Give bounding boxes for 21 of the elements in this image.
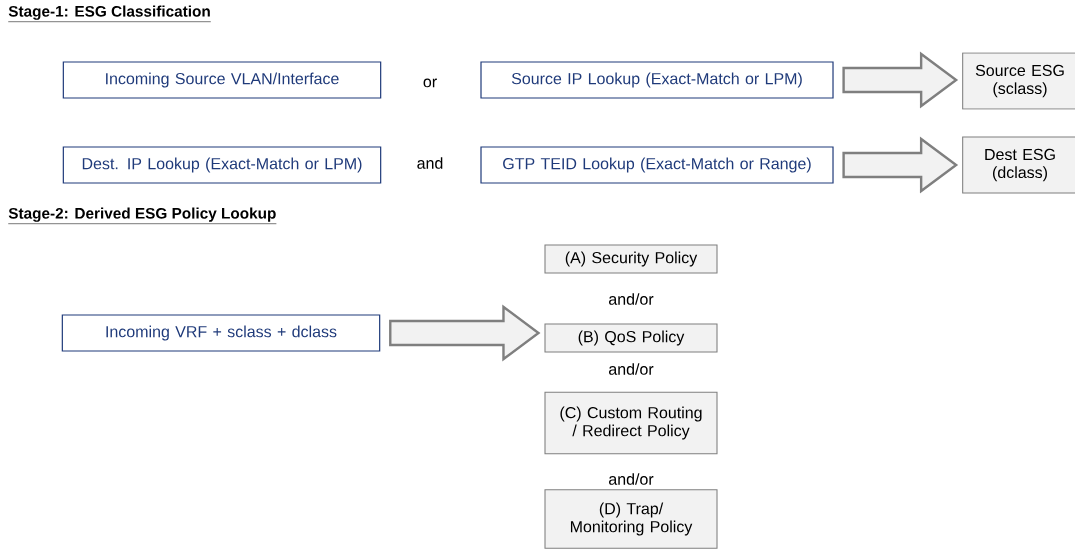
section-heading: Stage-1: ESG Classification xyxy=(8,5,212,22)
connector-word: and/or xyxy=(609,473,654,485)
connector-word: and xyxy=(417,157,443,169)
result-box: Source ESG (sclass) xyxy=(962,52,1075,110)
block-arrow xyxy=(842,136,959,194)
block-arrow xyxy=(389,304,541,362)
process-box: Dest. IP Lookup (Exact-Match or LPM) xyxy=(62,146,382,184)
connector-word: and/or xyxy=(609,293,654,305)
result-box: Dest ESG (dclass) xyxy=(962,136,1075,194)
result-box: (B) QoS Policy xyxy=(544,323,718,353)
connector-word: and/or xyxy=(609,363,654,375)
result-box: (D) Trap/ Monitoring Policy xyxy=(544,489,718,549)
result-box: (C) Custom Routing / Redirect Policy xyxy=(544,391,718,455)
process-box: GTP TEID Lookup (Exact-Match or Range) xyxy=(480,146,834,184)
result-box: (A) Security Policy xyxy=(544,244,718,274)
process-box: Incoming VRF + sclass + dclass xyxy=(61,314,381,352)
block-arrow xyxy=(842,51,959,109)
section-heading: Stage-2: Derived ESG Policy Lookup xyxy=(8,207,277,224)
connector-word: or xyxy=(423,78,437,88)
process-box: Incoming Source VLAN/Interface xyxy=(62,61,382,99)
process-box: Source IP Lookup (Exact-Match or LPM) xyxy=(480,61,834,99)
